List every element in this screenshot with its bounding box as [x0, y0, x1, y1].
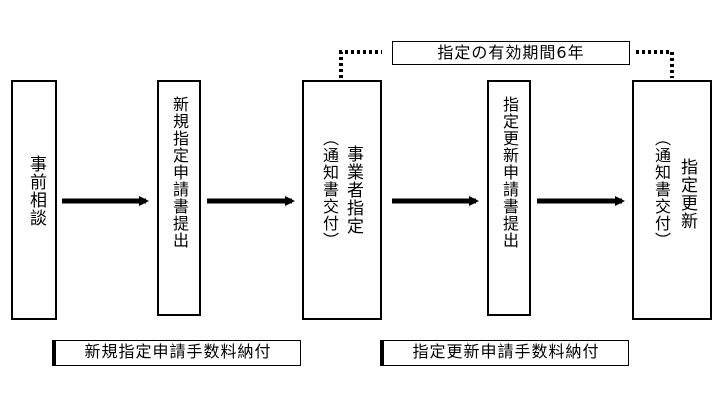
step-consultation	[11, 80, 57, 320]
step-renewal-application	[487, 80, 531, 316]
fee-renewal-application: 指定更新申請手数料納付	[383, 340, 629, 366]
step-designation-note: （通知書交付）	[320, 130, 339, 249]
step-consultation-label: 事前相談	[26, 155, 46, 227]
step-renewal-note: （通知書交付）	[652, 130, 671, 249]
validity-bracket-right	[636, 50, 674, 78]
step-new-application	[157, 80, 201, 316]
step-renewal-application-label: 指定更新申請書提出	[500, 96, 519, 249]
step-designation	[302, 80, 382, 320]
step-designation-label: 事業者指定	[343, 145, 363, 235]
step-renewal-label: 指定更新	[677, 158, 697, 230]
fee-new-application: 新規指定申請手数料納付	[55, 340, 301, 366]
step-new-application-label: 新規指定申請書提出	[170, 96, 189, 249]
validity-bracket-left	[339, 50, 382, 78]
validity-period-label: 指定の有効期間6年	[392, 41, 630, 65]
step-renewal	[632, 80, 712, 320]
